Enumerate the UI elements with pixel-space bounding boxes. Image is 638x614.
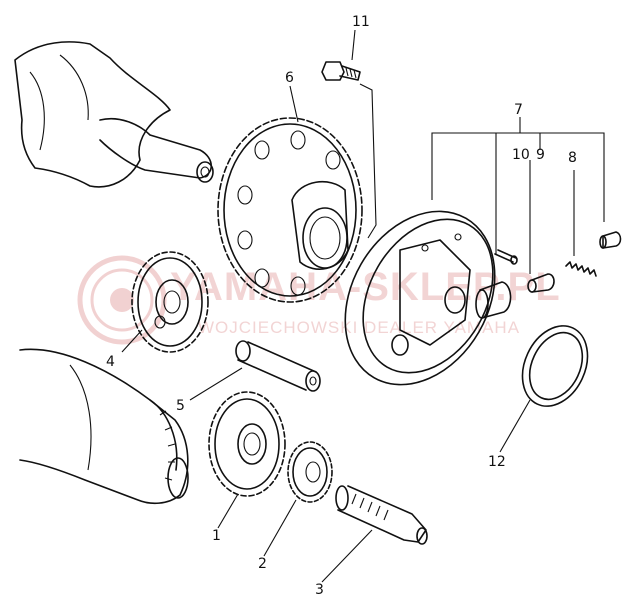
watermark-brand: YAMAHA-SKLEP.PL: [170, 265, 561, 309]
roller-part-clutch: [475, 281, 512, 319]
callout-5: 5: [176, 398, 185, 414]
gear-part-4: [131, 251, 209, 353]
gear-part-2: [287, 441, 333, 503]
starter-clutch-housing: [344, 210, 496, 386]
callout-1: 1: [212, 528, 221, 544]
spring-part-8: [565, 261, 597, 277]
callout-2: 2: [258, 556, 267, 572]
callout-11: 11: [352, 14, 370, 30]
roller-part-10: [494, 249, 518, 265]
balancer-shaft-part: [19, 348, 189, 505]
ring-gear-part-6: [217, 117, 363, 303]
bolt-part-11: [321, 61, 361, 81]
callout-10: 10: [512, 147, 530, 163]
callouts: 11 6 7 10 9 8 4 5 12 1 2 3: [106, 14, 577, 598]
watermark-subtitle: WOJCIECHOWSKI DEALER YAMAHA: [198, 318, 520, 337]
watermark-logo: [77, 255, 167, 345]
gear-part-1: [208, 391, 286, 497]
plunger-part-8-end: [599, 231, 622, 249]
callout-8: 8: [568, 150, 577, 166]
leader-lines: [121, 29, 605, 583]
shaft-part-3: [335, 485, 428, 545]
callout-6: 6: [285, 70, 294, 86]
spring-cap-part-9: [527, 273, 555, 293]
crankshaft-part: [14, 41, 214, 188]
callout-7: 7: [514, 102, 523, 118]
callout-9: 9: [536, 147, 545, 163]
callout-12: 12: [488, 454, 506, 470]
pin-part-5: [235, 340, 321, 392]
callout-4: 4: [106, 354, 115, 370]
washer-part-12: [521, 325, 589, 407]
callout-3: 3: [315, 582, 324, 598]
